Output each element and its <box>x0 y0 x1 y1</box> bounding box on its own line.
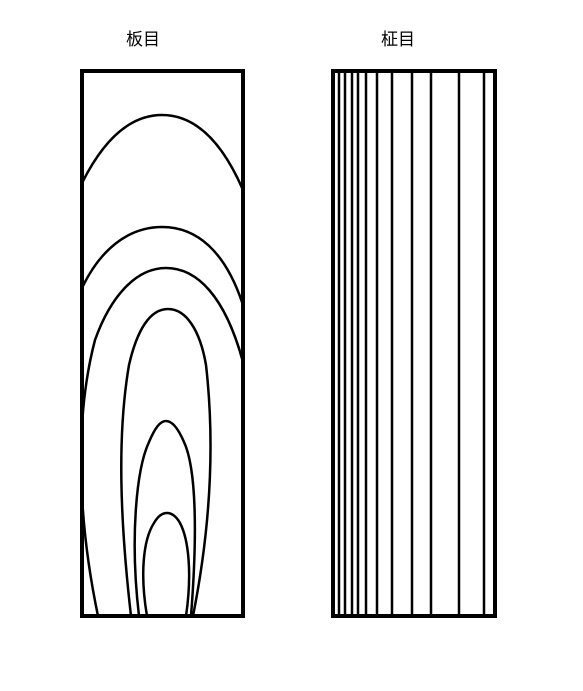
flat-sawn-board-outline <box>80 69 245 618</box>
grain-arc-2 <box>82 225 243 306</box>
grain-arc-6 <box>142 511 191 616</box>
quarter-sawn-board <box>331 69 497 618</box>
flat-sawn-board <box>80 69 245 618</box>
quarter-sawn-board-outline <box>331 69 497 618</box>
quarter-sawn-grain-label: 柾目 <box>381 30 415 50</box>
grain-arc-3 <box>82 266 243 616</box>
grain-arc-1 <box>82 113 243 191</box>
flat-sawn-grain-label: 板目 <box>126 30 160 50</box>
grain-arc-5 <box>133 419 197 616</box>
grain-arc-4 <box>120 307 212 616</box>
